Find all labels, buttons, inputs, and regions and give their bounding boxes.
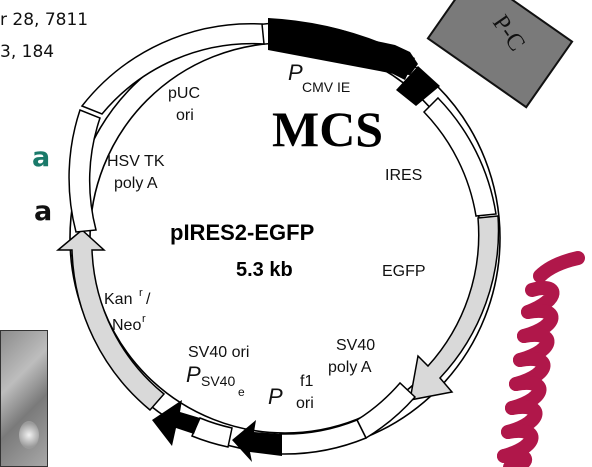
micrograph-cell — [19, 421, 39, 449]
promoter-p-label: P — [268, 384, 283, 409]
ires-segment — [422, 96, 497, 217]
hsv-tk-polya-segment — [68, 109, 101, 233]
sv40-polya-label-1: SV40 — [336, 337, 375, 354]
hsv-tk-label-2: poly A — [114, 175, 158, 192]
hsv-tk-label-1: HSV TK — [107, 153, 165, 170]
kan-neo-arrow — [55, 229, 166, 412]
cut-letter-teal: a — [32, 142, 51, 173]
mcs-block — [396, 66, 440, 106]
puc-ori-segment — [80, 22, 265, 115]
f1-ori-segment — [279, 419, 368, 455]
psv40-e-label: e — [238, 385, 245, 399]
psv40-p-label: P — [186, 362, 201, 387]
pcmv-ie-arrow-body — [268, 18, 415, 80]
sv40-polya-label-2: poly A — [328, 359, 372, 376]
micrograph-image — [0, 330, 48, 467]
mcs-label: MCS — [272, 101, 383, 157]
protein-helix — [497, 251, 585, 467]
puc-label-1: pUC — [168, 85, 200, 102]
plasmid-size: 5.3 kb — [236, 259, 293, 281]
sv40-ori-label: SV40 ori — [188, 344, 249, 361]
kan-slash-label: / — [146, 291, 151, 308]
puc-label-2: ori — [176, 107, 194, 124]
neo-label: Neo — [112, 317, 141, 334]
egfp-arrow — [409, 215, 500, 401]
pcmv-sub-label: CMV IE — [302, 79, 350, 95]
psv40-sub-label: SV40 — [201, 373, 235, 389]
cut-letter-black: a — [34, 196, 53, 227]
egfp-label: EGFP — [382, 263, 426, 280]
pcmv-p-label: P — [288, 60, 303, 85]
ires-label: IRES — [385, 167, 422, 184]
reference-line-2: 3, 184 — [0, 42, 55, 62]
psv40-arrow — [152, 400, 200, 446]
sv40-polya-segment — [356, 381, 417, 440]
reference-line-1: r 28, 7811 — [0, 10, 89, 30]
f1-ori-label-1: f1 — [300, 373, 313, 390]
f1-ori-label-2: ori — [296, 395, 314, 412]
neo-sup-label: r — [142, 313, 146, 325]
plasmid-name: pIRES2-EGFP — [170, 220, 314, 245]
promoter-p-arrow — [232, 420, 282, 462]
kan-label: Kan — [104, 291, 132, 308]
tag-box — [426, 0, 574, 109]
kan-sup-label: r — [139, 287, 143, 299]
